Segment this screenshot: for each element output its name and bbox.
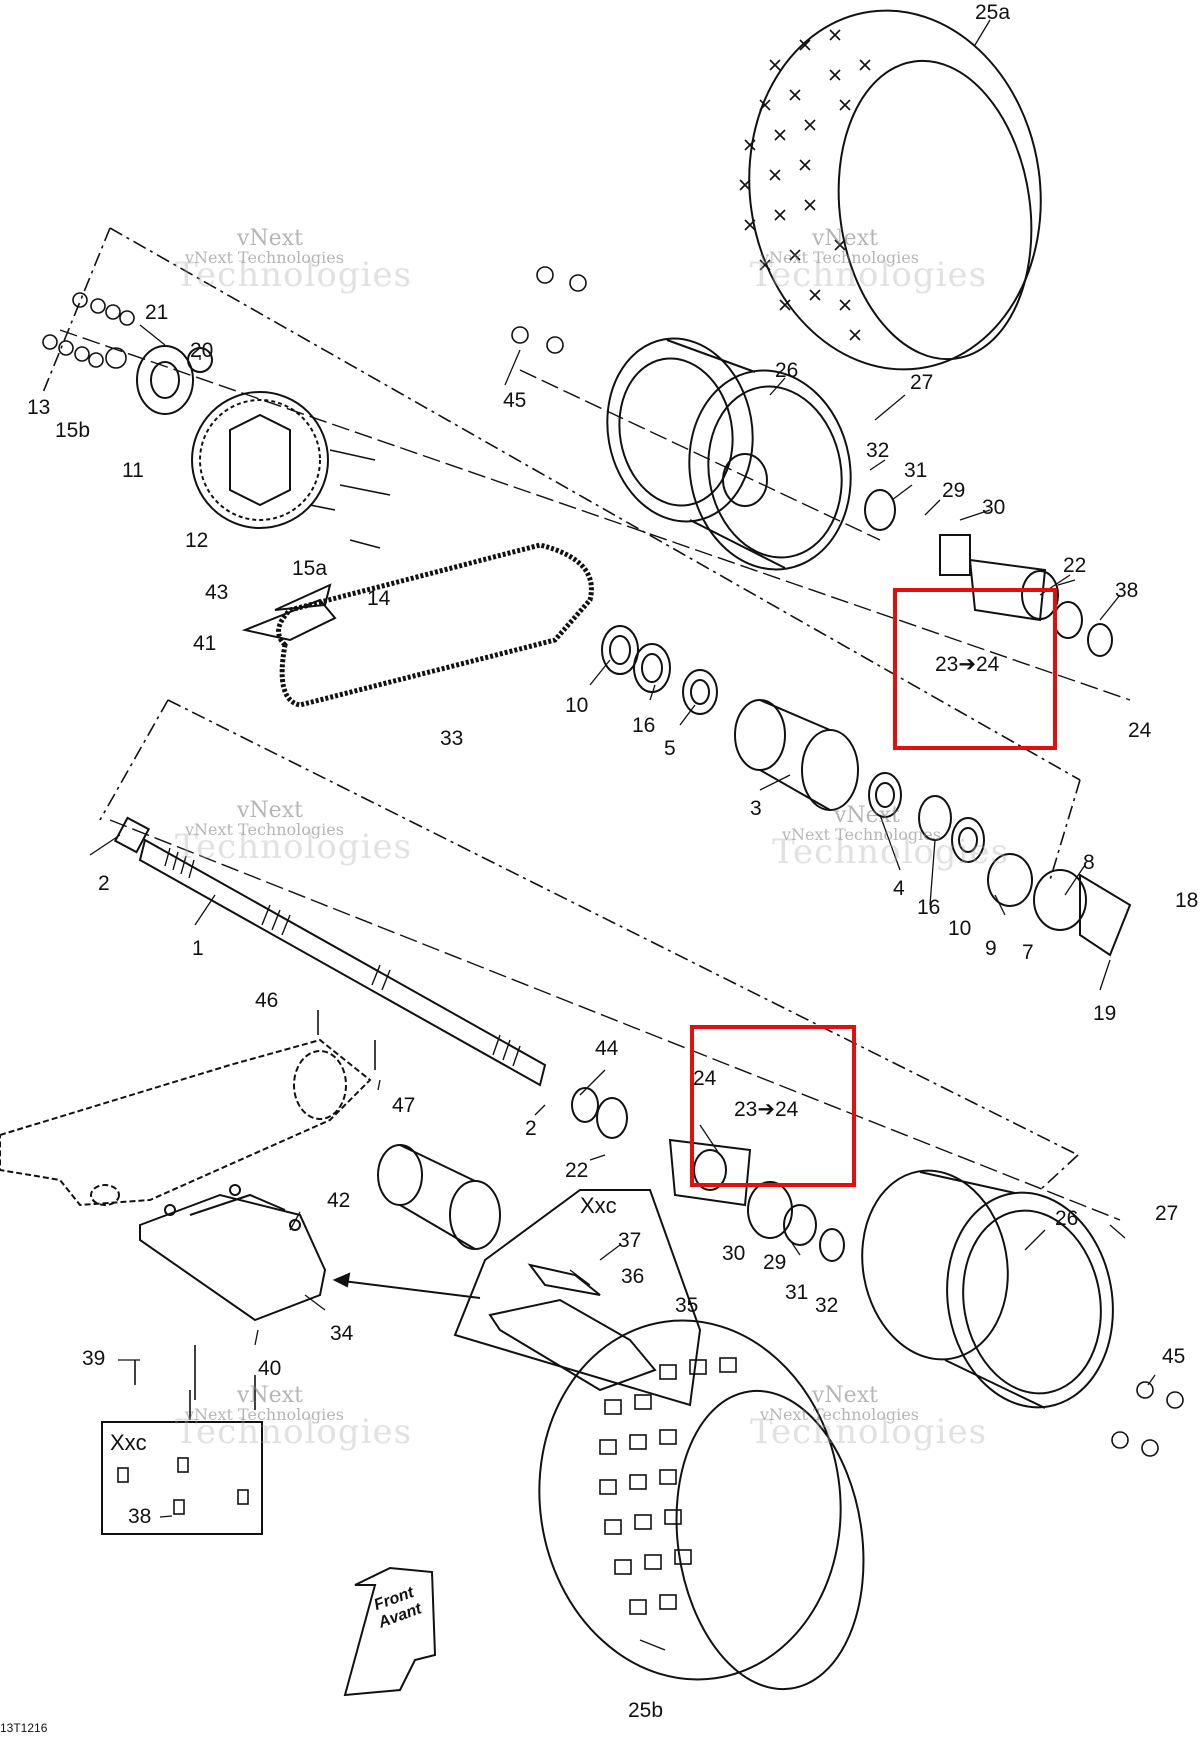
callout-45: 45 <box>1162 1345 1186 1368</box>
callout-25a: 25a <box>975 1 1011 24</box>
callout-27: 27 <box>910 371 934 394</box>
callout-36: 36 <box>621 1265 645 1288</box>
watermark: vNext vNext Technologies Technologies <box>750 1383 988 1452</box>
callout-40: 40 <box>258 1357 282 1380</box>
watermark: vNext vNext Technologies Technologies <box>772 803 1010 872</box>
hardware-top-left <box>42 292 391 549</box>
highlight-box-lower-hub: 23➔24 <box>690 1025 856 1187</box>
callout-38: 38 <box>1115 579 1139 602</box>
front-direction-arrow <box>343 1566 437 1697</box>
highlight-box-upper-hub: 23➔24 <box>893 588 1057 750</box>
callout-25b: 25b <box>628 1699 664 1722</box>
callout-12: 12 <box>185 529 209 552</box>
callout-26: 26 <box>1055 1207 1079 1230</box>
callout-38: 38 <box>128 1505 152 1528</box>
callout-15b: 15b <box>55 419 91 442</box>
callout-29: 29 <box>942 479 966 502</box>
callout-46: 46 <box>255 989 279 1012</box>
callout-15a: 15a <box>292 557 328 580</box>
callout-18: 18 <box>1175 889 1199 912</box>
swing-arm-bearing <box>377 1144 501 1250</box>
callout-2: 2 <box>98 872 110 895</box>
xxc-hardware-box <box>101 1421 263 1535</box>
callout-10: 10 <box>948 917 972 940</box>
callout-41: 41 <box>193 632 217 655</box>
callout-16: 16 <box>917 896 941 919</box>
xxc-skid-plate <box>488 1263 657 1392</box>
highlight-label-23-24: 23➔24 <box>734 1098 799 1121</box>
callout-47: 47 <box>392 1094 416 1117</box>
callout-27: 27 <box>1155 1202 1179 1225</box>
upper-assembly-frame <box>41 227 1081 881</box>
highlight-label-23-24: 23➔24 <box>935 653 1000 676</box>
callout-32: 32 <box>866 439 890 462</box>
chain-guide <box>241 583 337 642</box>
swing-arm <box>0 1038 372 1207</box>
callout-30: 30 <box>722 1242 746 1265</box>
rear-axle <box>113 816 547 1087</box>
callout-31: 31 <box>904 459 928 482</box>
xxc-parts-callout <box>453 1189 702 1407</box>
callout-16: 16 <box>632 714 656 737</box>
callout-32: 32 <box>815 1294 839 1317</box>
callout-2: 2 <box>525 1117 537 1140</box>
callout-34: 34 <box>330 1322 354 1345</box>
callout-30: 30 <box>982 496 1006 519</box>
rear-tire-lower <box>538 1319 865 1691</box>
callout-4: 4 <box>893 877 905 900</box>
callout-10: 10 <box>565 694 589 717</box>
xxc-box-title: Xxc <box>110 1430 147 1455</box>
callout-14: 14 <box>367 587 391 610</box>
callout-1: 1 <box>192 937 204 960</box>
wheel-rim-upper <box>606 337 852 571</box>
watermark: vNext vNext Technologies Technologies <box>175 226 413 295</box>
wheel-rim-lower <box>861 1169 1114 1409</box>
sprocket <box>191 391 329 529</box>
callout-22: 22 <box>1063 554 1087 577</box>
callout-13: 13 <box>27 396 51 419</box>
callout-20: 20 <box>190 339 214 362</box>
callout-5: 5 <box>664 737 676 760</box>
drive-chain <box>276 542 594 708</box>
watermark: vNext vNext Technologies Technologies <box>175 798 413 867</box>
wheel-hub-lower <box>571 1087 845 1262</box>
callout-21: 21 <box>145 301 169 324</box>
sprocket-hub <box>136 345 213 415</box>
callout-35: 35 <box>675 1294 699 1317</box>
watermark: vNext vNext Technologies Technologies <box>175 1383 413 1452</box>
callout-11: 11 <box>122 459 144 482</box>
callout-33: 33 <box>440 727 464 750</box>
lower-assembly-frame <box>99 699 1079 1191</box>
callout-39: 39 <box>82 1347 106 1370</box>
callout-29: 29 <box>763 1251 787 1274</box>
callout-24: 24 <box>693 1067 717 1090</box>
callout-22: 22 <box>565 1159 589 1182</box>
bearings-upper <box>601 625 1132 957</box>
callout-44: 44 <box>595 1037 619 1060</box>
xxc-callout-title: Xxc <box>580 1193 617 1218</box>
callout-7: 7 <box>1022 941 1034 964</box>
callout-9: 9 <box>985 937 997 960</box>
wheel-hub-upper <box>864 489 1113 657</box>
callout-31: 31 <box>785 1281 809 1304</box>
diagram-code: 13T1216 <box>0 1721 48 1735</box>
callout-45: 45 <box>503 389 527 412</box>
callout-3: 3 <box>750 797 762 820</box>
callout-37: 37 <box>618 1229 642 1252</box>
callout-24: 24 <box>1128 719 1152 742</box>
rear-tire-upper <box>739 9 1042 371</box>
skid-plate <box>139 1184 327 1322</box>
callout-26: 26 <box>775 359 799 382</box>
callout-8: 8 <box>1083 851 1095 874</box>
callout-43: 43 <box>205 581 229 604</box>
bearing-housing <box>734 699 859 811</box>
watermark: vNext vNext Technologies Technologies <box>750 226 988 295</box>
callout-19: 19 <box>1093 1002 1117 1025</box>
hardware-lower <box>117 266 1184 1515</box>
callout-42: 42 <box>327 1189 351 1212</box>
